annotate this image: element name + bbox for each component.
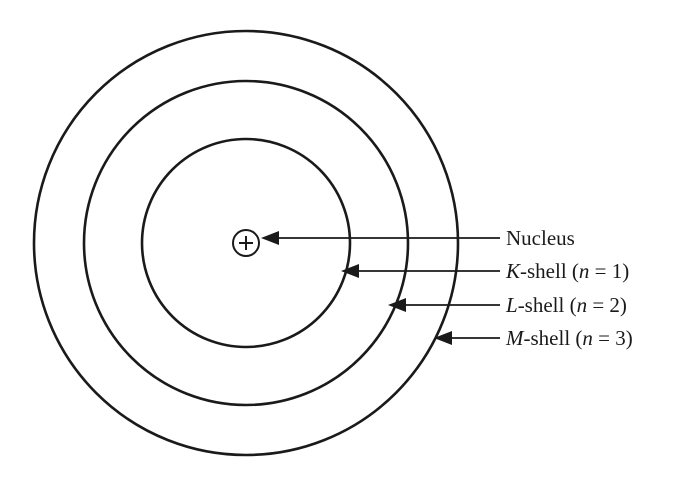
k-shell-text: -shell (	[520, 259, 579, 283]
l-shell-circle	[82, 79, 410, 407]
m-shell-label: M-shell (n = 3)	[505, 326, 633, 350]
l-shell-value: = 2)	[587, 293, 627, 317]
m-shell-text: -shell (	[524, 326, 583, 350]
nucleus-arrowhead	[261, 231, 279, 245]
m-shell-arrowhead	[434, 331, 452, 345]
m-shell-circle	[32, 29, 460, 457]
k-shell-label: K-shell (n = 1)	[505, 259, 629, 283]
nucleus-label: Nucleus	[506, 226, 575, 250]
nucleus	[232, 229, 260, 257]
l-shell-var: n	[577, 293, 588, 317]
l-shell-letter: L	[505, 293, 518, 317]
m-shell-letter: M	[505, 326, 525, 350]
k-shell-value: = 1)	[589, 259, 629, 283]
k-shell-circle	[140, 137, 352, 349]
l-shell-arrowhead	[388, 298, 406, 312]
k-shell-arrowhead	[341, 264, 359, 278]
nucleus-pointer	[261, 231, 500, 245]
k-shell-pointer	[341, 264, 500, 278]
l-shell-label: L-shell (n = 2)	[505, 293, 627, 317]
m-shell-pointer	[434, 331, 500, 345]
m-shell-var: n	[582, 326, 593, 350]
m-shell-value: = 3)	[593, 326, 633, 350]
k-shell-letter: K	[505, 259, 521, 283]
l-shell-pointer	[388, 298, 500, 312]
k-shell-var: n	[579, 259, 590, 283]
l-shell-text: -shell (	[518, 293, 577, 317]
